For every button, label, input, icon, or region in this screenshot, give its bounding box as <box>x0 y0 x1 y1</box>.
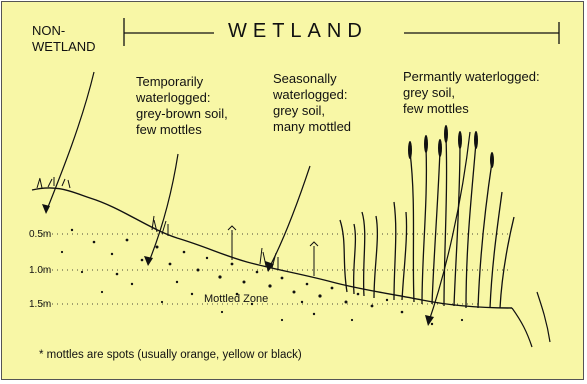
depth-label-0-5m: 0.5m <box>29 229 51 240</box>
reed-cluster <box>340 137 514 308</box>
mottled-zone-label: Mottled Zone <box>204 293 268 305</box>
footnote: * mottles are spots (usually orange, yel… <box>39 349 302 361</box>
reed-seedheads <box>408 125 494 168</box>
zone-label-permanent: Permantly waterlogged: grey soil, few mo… <box>403 69 540 117</box>
zone-label-temporary: Temporarily waterlogged: grey-brown soil… <box>136 74 228 138</box>
depth-label-1-5m: 1.5m <box>29 299 51 310</box>
bank-edge-line <box>512 292 550 347</box>
grass-tufts <box>37 177 318 276</box>
ground-surface-line <box>32 188 512 308</box>
diagram-title: WETLAND <box>228 20 368 43</box>
mottle-dots <box>61 229 463 325</box>
non-wetland-label: NON- WETLAND <box>32 23 96 55</box>
zone-label-seasonal: Seasonally waterlogged: grey soil, many … <box>273 71 351 135</box>
soil-profile-illustration <box>2 2 583 379</box>
depth-label-1-0m: 1.0m <box>29 265 51 276</box>
